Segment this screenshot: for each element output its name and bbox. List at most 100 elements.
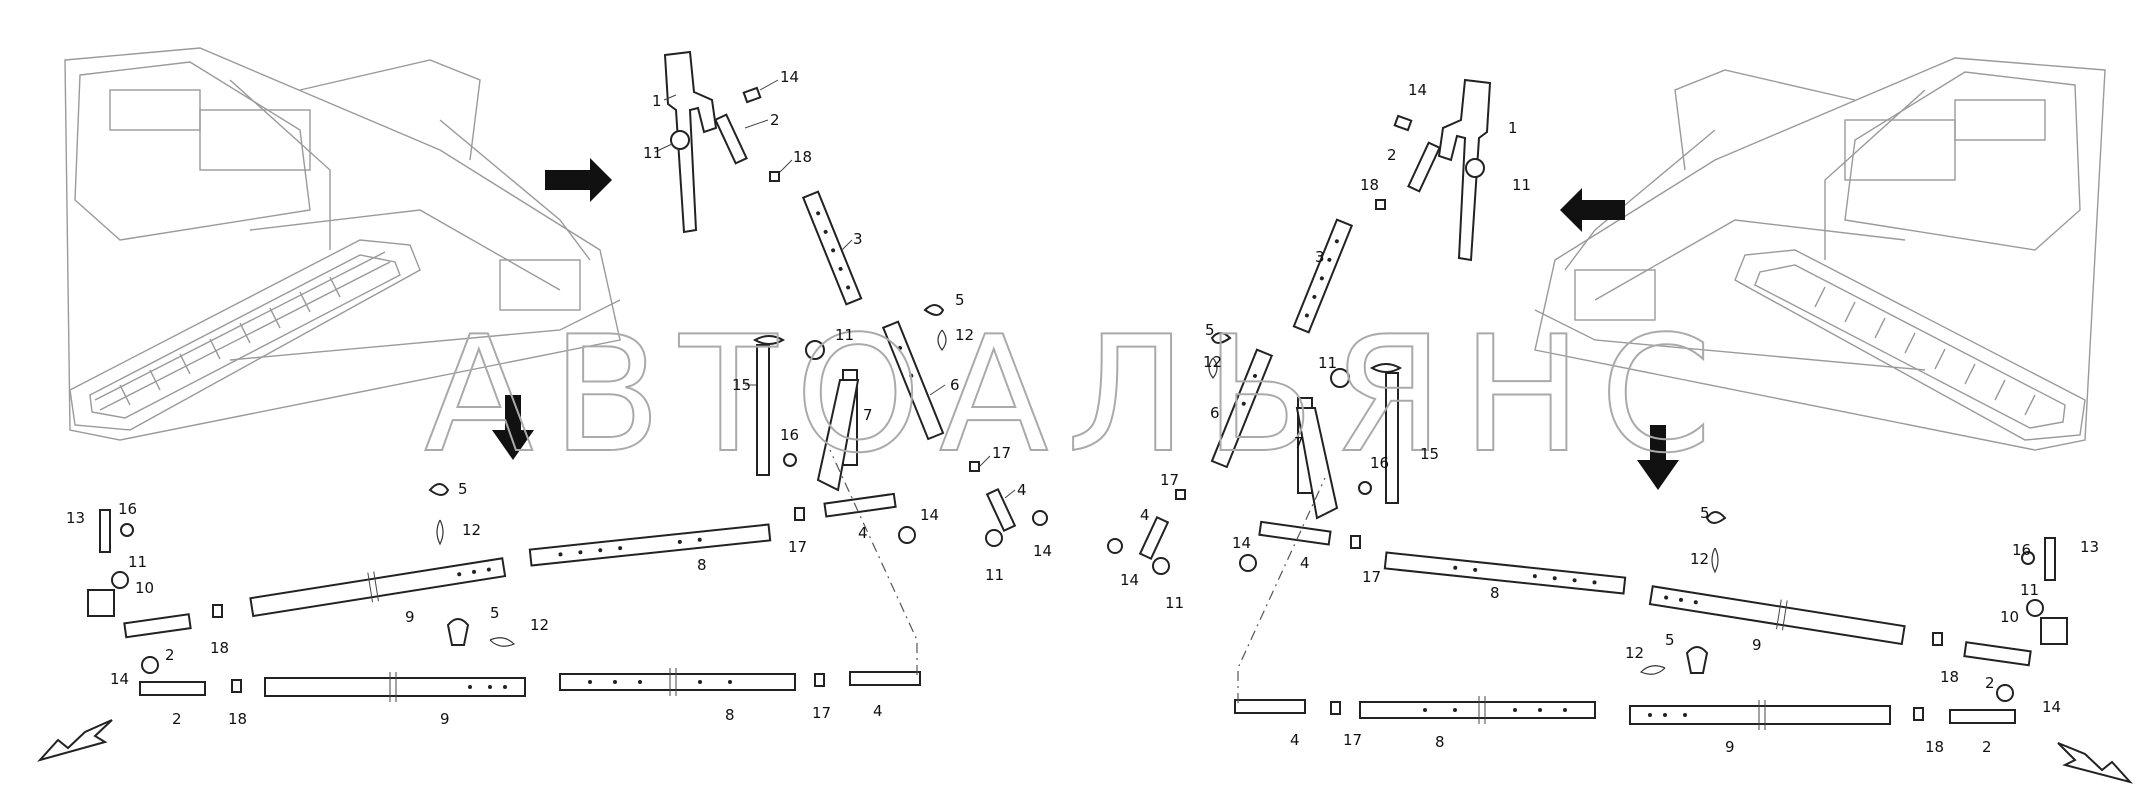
callout-7: 7 [863,406,873,424]
lock-pin-part-5 [428,483,450,496]
rod-end-part-2 [139,681,206,696]
callout-18: 18 [1925,738,1944,756]
bolt-part-14 [1032,510,1048,526]
callout-5: 5 [1665,631,1675,649]
callout-14: 14 [1120,571,1139,589]
tube-part-8 [559,673,796,691]
callout-4: 4 [873,702,883,720]
callout-3: 3 [1315,248,1325,266]
callout-9: 9 [405,608,415,626]
tube-part-9 [264,677,526,697]
callout-1: 1 [1508,119,1518,137]
arrow-down-icon [492,395,534,460]
callout-5: 5 [1700,504,1710,522]
left-machine-illustration [64,47,621,441]
callout-11: 11 [1165,594,1184,612]
bracket-part-1 [663,50,718,234]
nut-part-14 [898,526,916,544]
lock-pin-part-5 [923,304,945,316]
direction-arrows [36,158,2133,784]
callout-13: 13 [66,509,85,527]
callout-7: 7 [1294,434,1304,452]
bushing-part-17 [794,507,805,521]
callout-18: 18 [210,639,229,657]
pin-part-13 [99,509,111,553]
callout-17: 17 [1160,471,1179,489]
callout-5: 5 [458,480,468,498]
callout-9: 9 [440,710,450,728]
bushing-part-18 [769,171,780,182]
callout-14: 14 [920,506,939,524]
callout-10: 10 [135,579,154,597]
callout-14: 14 [780,68,799,86]
callout-16: 16 [1370,454,1389,472]
callout-8: 8 [725,706,735,724]
bushing-part-18 [212,604,223,618]
rod-end-part-4 [823,492,897,518]
callout-2: 2 [1982,738,1992,756]
arrow-left-icon [1560,188,1625,232]
hinge-part-10 [87,589,115,617]
callout-2: 2 [172,710,182,728]
callout-15: 15 [732,376,751,394]
lock-pin-part-5 [446,618,470,646]
callout-2: 2 [770,111,780,129]
callout-9: 9 [1752,636,1762,654]
callout-2: 2 [1985,674,1995,692]
nut-part-11 [985,529,1003,547]
washer-part-16 [783,453,797,467]
bolt-part-14 [141,656,159,674]
callout-8: 8 [1435,733,1445,751]
callout-2: 2 [165,646,175,664]
handle-part-15 [756,344,770,476]
callout-12: 12 [530,616,549,634]
rod-end-part-4 [985,488,1017,532]
callout-2: 2 [1387,146,1397,164]
callout-16: 16 [2012,541,2031,559]
callout-11: 11 [1512,176,1531,194]
pin-head [752,335,786,345]
arrow-down-right-icon [2057,742,2133,784]
callout-4: 4 [858,524,868,542]
tube-part-9 [249,557,507,618]
callout-11: 11 [643,144,662,162]
callout-1: 1 [652,92,662,110]
callout-4: 4 [1290,731,1300,749]
callout-14: 14 [1033,542,1052,560]
callout-12: 12 [1625,644,1644,662]
callout-12: 12 [1203,353,1222,371]
callout-11: 11 [985,566,1004,584]
arrow-down-left-icon [36,719,113,762]
bushing-part-17 [969,461,980,472]
washer-part-16 [120,523,134,537]
left-parts-assembly [87,50,1048,702]
nut-part-11 [111,571,129,589]
callout-11: 11 [835,326,854,344]
callout-5: 5 [490,604,500,622]
clip-part-12 [489,637,516,647]
watermark-text: АВТОАЛЬЯНС [424,301,1730,488]
callout-18: 18 [1360,176,1379,194]
callout-11: 11 [128,553,147,571]
callout-15: 15 [1420,445,1439,463]
nut-part-11 [805,340,825,360]
callout-14: 14 [2042,698,2061,716]
callout-6: 6 [950,376,960,394]
callout-5: 5 [1205,321,1215,339]
callout-6: 6 [1210,404,1220,422]
callout-4: 4 [1300,554,1310,572]
callout-11: 11 [1318,354,1337,372]
turnbuckle-part-3 [801,190,863,306]
rod-end-part-2 [123,613,192,639]
tube-part-8 [528,523,772,567]
clip-part-12 [937,329,947,351]
bolt-part-14 [742,86,762,104]
callout-8: 8 [1490,584,1500,602]
callout-17: 17 [992,444,1011,462]
callout-12: 12 [462,521,481,539]
callout-5: 5 [955,291,965,309]
bushing-part-18 [231,679,242,693]
arrow-right-icon [545,158,612,202]
